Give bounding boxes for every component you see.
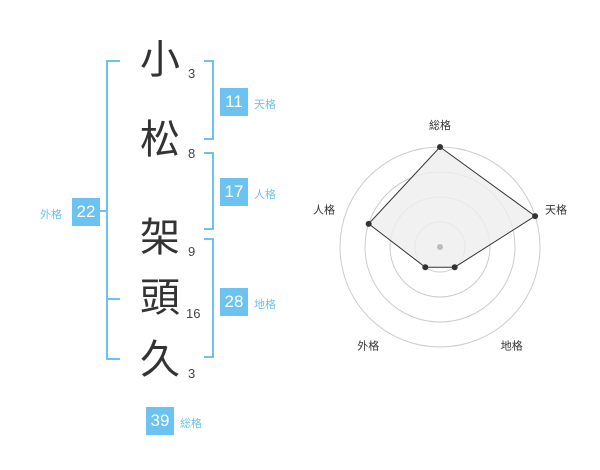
radar-point-5: [365, 220, 372, 227]
soukaku-value: 39: [146, 407, 174, 435]
jinkaku-label: 人格: [254, 188, 276, 201]
stroke-count-1: 3: [188, 66, 196, 81]
kanji-char-4: 頭: [140, 275, 180, 321]
radar-center-dot: [437, 244, 443, 250]
radar-axis-label-5: 人格: [313, 202, 335, 216]
radar-axis-label-3: 地格: [501, 339, 523, 353]
tenkaku-label: 天格: [254, 98, 276, 111]
radar-axis-label-2: 天格: [545, 202, 567, 216]
kanji-char-3: 架: [140, 215, 180, 261]
gaikaku-connector: [100, 210, 106, 212]
radar-point-4: [422, 264, 429, 271]
radar-point-1: [437, 144, 443, 150]
kanji-char-5: 久: [140, 337, 180, 383]
gaikaku-value: 22: [72, 198, 100, 226]
jinkaku-value: 17: [220, 178, 248, 206]
stroke-count-2: 8: [188, 146, 196, 161]
chikaku-label: 地格: [254, 298, 276, 311]
stroke-count-5: 3: [188, 366, 196, 381]
kanji-char-2: 松: [140, 117, 180, 163]
radar-axis-label-1: 総格: [429, 118, 451, 132]
radar-point-3: [451, 264, 458, 271]
tenkaku-value: 11: [220, 88, 248, 116]
radar-points: [365, 144, 539, 271]
radar-axis-label-4: 外格: [357, 339, 379, 353]
soukaku-label: 総格: [180, 417, 202, 430]
kanji-char-1: 小: [140, 37, 180, 83]
chikaku-value: 28: [220, 288, 248, 316]
stroke-count-4: 16: [186, 306, 201, 321]
stroke-count-3: 9: [188, 244, 196, 259]
radar-series-area: [367, 146, 536, 268]
radar-point-2: [532, 213, 539, 220]
gaikaku-label: 外格: [40, 208, 62, 221]
